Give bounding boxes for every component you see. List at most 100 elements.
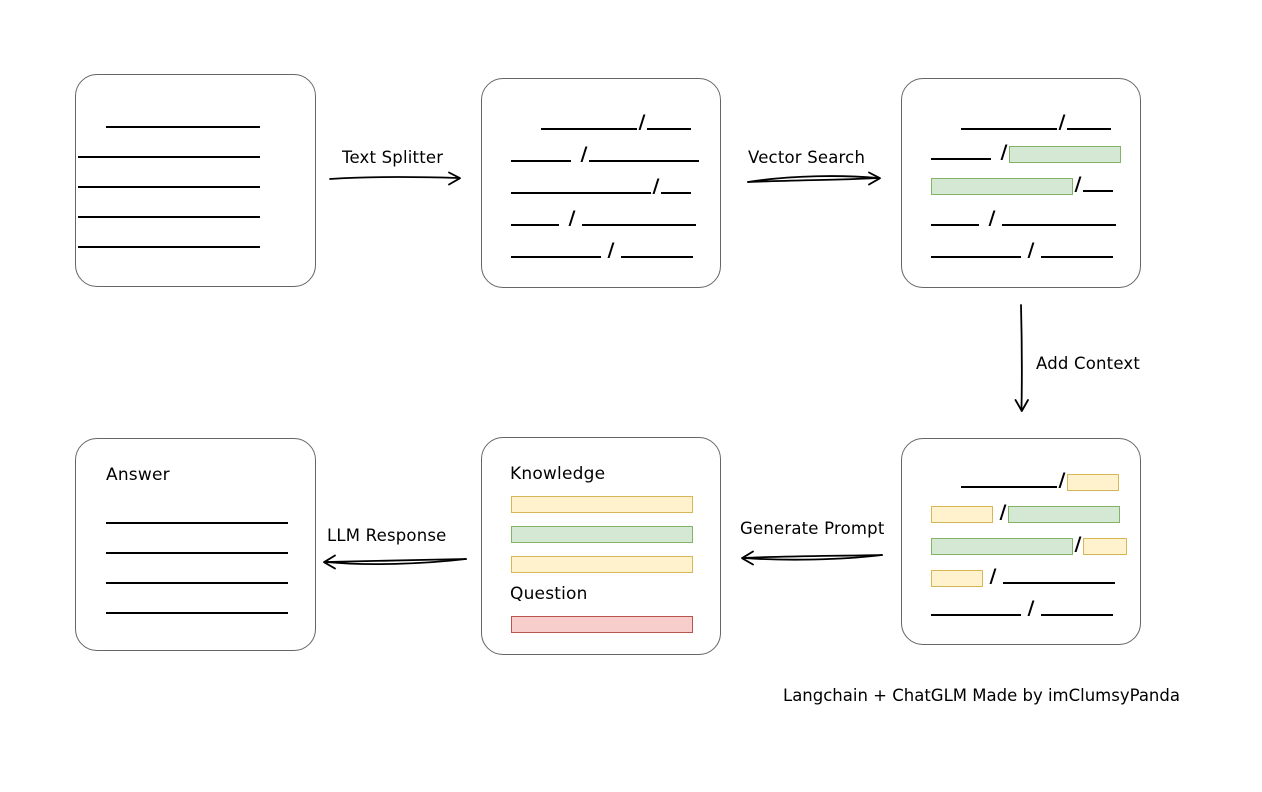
highlight-segment-green (931, 177, 1073, 195)
text-line: / (931, 238, 1113, 261)
text-segment (511, 246, 601, 258)
text-segment (106, 602, 288, 614)
node-context-chunks[interactable]: / / / / / (901, 438, 1141, 645)
knowledge-label: Knowledge (510, 464, 606, 484)
text-segment (541, 118, 637, 130)
text-line (106, 509, 288, 527)
text-segment (961, 476, 1057, 488)
separator-slash: / (1058, 468, 1066, 491)
question-bar-red-1 (511, 616, 693, 633)
node-source-document[interactable] (75, 74, 316, 287)
highlight-segment-yellow (931, 505, 993, 523)
separator-slash: / (1058, 110, 1066, 133)
text-segment (106, 572, 288, 584)
separator-slash: / (580, 142, 588, 165)
text-segment (78, 146, 260, 158)
answer-label: Answer (106, 465, 170, 485)
highlight-segment-green (1008, 505, 1120, 523)
separator-slash: / (1074, 172, 1082, 195)
text-segment (1041, 246, 1113, 258)
separator-slash: / (1027, 596, 1035, 619)
edge-label-text-splitter: Text Splitter (342, 148, 444, 167)
text-line: / (931, 206, 1116, 229)
text-line: / (931, 468, 1119, 491)
text-line: / (931, 172, 1113, 195)
text-segment (621, 246, 693, 258)
text-line: / (931, 110, 1111, 133)
text-segment (647, 118, 691, 130)
highlight-segment-yellow (1067, 473, 1119, 491)
footer-credit: Langchain + ChatGLM Made by imClumsyPand… (783, 686, 1180, 705)
node-answer[interactable]: Answer (75, 438, 316, 651)
text-segment (931, 246, 1021, 258)
text-segment (1067, 118, 1111, 130)
separator-slash: / (1000, 140, 1008, 163)
separator-slash: / (1027, 238, 1035, 261)
text-segment (1002, 214, 1116, 226)
text-line (78, 233, 260, 251)
separator-slash: / (652, 174, 660, 197)
text-segment (661, 182, 691, 194)
question-label: Question (510, 584, 588, 604)
text-segment (511, 214, 559, 226)
text-segment (106, 542, 288, 554)
text-segment (78, 176, 260, 188)
text-line: / (511, 174, 691, 197)
knowledge-bar-green-1 (511, 526, 693, 543)
edge-arrow-add-context (1014, 304, 1029, 412)
highlight-segment-green (1009, 145, 1121, 163)
node-split-chunks[interactable]: / / / / / (481, 78, 721, 288)
node-retrieved-chunks[interactable]: / / / / / (901, 78, 1141, 288)
text-segment (589, 150, 699, 162)
text-line: / (511, 238, 693, 261)
text-line (78, 173, 260, 191)
knowledge-bar-yellow-2 (511, 556, 693, 573)
edge-arrow-llm-response (323, 554, 467, 570)
text-segment (78, 236, 260, 248)
highlight-segment-yellow (1083, 537, 1127, 555)
separator-slash: / (988, 206, 996, 229)
text-segment (511, 182, 651, 194)
text-line (106, 599, 288, 617)
edge-label-vector-search: Vector Search (748, 148, 866, 167)
text-line: / (511, 142, 699, 165)
separator-slash: / (999, 500, 1007, 523)
text-line: / (931, 532, 1127, 555)
text-segment (582, 214, 696, 226)
text-line: / (931, 140, 1121, 163)
text-segment (106, 116, 260, 128)
text-line: / (511, 110, 691, 133)
text-segment (106, 512, 288, 524)
text-segment (78, 206, 260, 218)
text-line: / (931, 564, 1115, 587)
highlight-segment-green (931, 537, 1073, 555)
knowledge-bar-yellow-1 (511, 496, 693, 513)
text-line (78, 203, 260, 221)
text-segment (1041, 604, 1113, 616)
text-line: / (511, 206, 696, 229)
text-line (106, 569, 288, 587)
text-segment (511, 150, 571, 162)
separator-slash: / (638, 110, 646, 133)
text-segment (931, 148, 991, 160)
text-segment (961, 118, 1057, 130)
text-line (106, 113, 260, 131)
node-generated-prompt[interactable]: Knowledge Question (481, 437, 721, 655)
text-line (78, 143, 260, 161)
edge-label-add-context: Add Context (1036, 354, 1141, 373)
text-segment (1003, 572, 1115, 584)
text-line: / (931, 596, 1113, 619)
edge-arrow-text-splitter (329, 171, 461, 186)
text-segment (1083, 180, 1113, 192)
separator-slash: / (568, 206, 576, 229)
separator-slash: / (1074, 532, 1082, 555)
edge-label-llm-response: LLM Response (327, 526, 447, 545)
separator-slash: / (607, 238, 615, 261)
edge-arrow-generate-prompt (741, 550, 883, 566)
text-segment (931, 214, 979, 226)
separator-slash: / (989, 564, 997, 587)
text-segment (931, 604, 1021, 616)
edge-label-generate-prompt: Generate Prompt (740, 519, 885, 538)
text-line: / (931, 500, 1120, 523)
